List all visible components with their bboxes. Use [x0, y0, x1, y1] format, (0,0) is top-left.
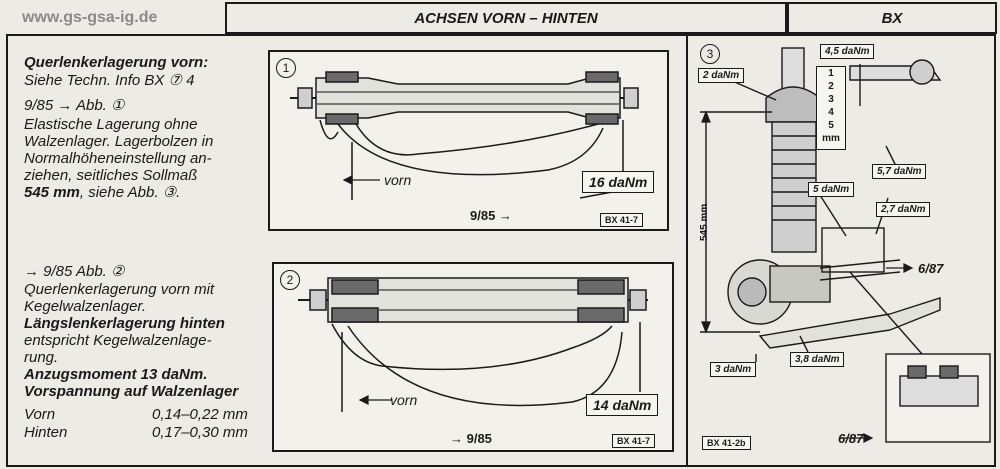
preload-label-front: Vorn: [24, 406, 56, 423]
scale-4: 4: [828, 107, 834, 118]
p2-bold: 545 mm: [24, 184, 80, 201]
figure-2-drawing: [298, 277, 648, 412]
p2-ref: 9/85 → Abb. ①: [24, 97, 125, 114]
scale-1: 1: [828, 68, 834, 79]
figure-3-code: BX 41-2b: [702, 436, 751, 450]
section-title-box: ACHSEN VORN – HINTEN: [225, 2, 787, 34]
figure-3-torque-3: 3 daNm: [710, 362, 757, 377]
scale-3: 3: [828, 94, 834, 105]
p2-tail: , siehe Abb. ③.: [79, 184, 181, 201]
figure-3-date-bottom: 6/87: [838, 431, 864, 446]
p1-heading: Querlenkerlagerung vorn:: [24, 54, 209, 71]
figure-2-date: → 9/85: [450, 431, 492, 446]
figure-1-date: 9/85 →: [470, 208, 512, 223]
model-label: BX: [881, 9, 903, 27]
preload-value-rear: 0,17–0,30 mm: [152, 424, 248, 441]
preload-label-rear: Hinten: [24, 424, 68, 441]
torque-heading: Anzugsmoment 13 daNm.: [24, 366, 208, 383]
p2-line: ziehen, seitliches Sollmaß: [24, 167, 198, 184]
figure-3-number: 3: [700, 44, 720, 64]
figure-2-number: 2: [280, 270, 300, 290]
p3-line: Kegelwalzenlager.: [24, 298, 147, 315]
figure-3-torque-3-8: 3,8 daNm: [790, 352, 845, 367]
figure-2-vorn-label: vorn: [390, 392, 418, 408]
p4-line: rung.: [24, 349, 59, 366]
site-url: www.gs-gsa-ig.de: [22, 9, 158, 26]
preload-heading: Vorspannung auf Walzenlager: [24, 383, 239, 400]
p4-heading: Längslenkerlagerung hinten: [24, 315, 225, 332]
figure-3-torque-5-7: 5,7 daNm: [872, 164, 927, 179]
column-divider: [686, 34, 688, 467]
p4-line: entspricht Kegelwalzenlage-: [24, 332, 212, 349]
p2-line: Elastische Lagerung ohne: [24, 116, 198, 133]
figure-3-torque-4-5: 4,5 daNm: [820, 44, 875, 59]
p3-line: Querlenkerlagerung vorn mit: [24, 281, 215, 298]
figure-1-torque: 16 daNm: [582, 171, 655, 193]
p3-ref: → 9/85 Abb. ②: [24, 263, 125, 280]
page-frame: [6, 34, 996, 467]
p1-line: Siehe Techn. Info BX ⑦ 4: [24, 72, 195, 89]
p3-body: Querlenkerlagerung vorn mit Kegelwalzenl…: [24, 281, 260, 400]
figure-3-date-top: 6/87: [918, 261, 944, 276]
model-box: BX: [787, 2, 997, 34]
p2-body: Elastische Lagerung ohne Walzenlager. La…: [24, 116, 260, 201]
preload-value-front: 0,14–0,22 mm: [152, 406, 248, 423]
scale-5: 5: [828, 120, 834, 131]
figure-1-code: BX 41-7: [600, 213, 644, 227]
p2-line: Normalhöheneinstellung an-: [24, 150, 212, 167]
figure-2-torque: 14 daNm: [586, 394, 659, 416]
p2-line: Walzenlager. Lagerbolzen in: [24, 133, 214, 150]
figure-3-scale: 1 2 3 4 5 mm: [816, 66, 846, 150]
figure-3-torque-2-7: 2,7 daNm: [876, 202, 931, 217]
figure-3-torque-2: 2 daNm: [698, 68, 745, 83]
figure-1-number: 1: [276, 58, 296, 78]
figure-3-torque-5: 5 daNm: [808, 182, 855, 197]
section-title: ACHSEN VORN – HINTEN: [414, 9, 598, 27]
scale-unit: mm: [822, 133, 840, 144]
figure-3-dimension: 545 mm: [699, 185, 719, 245]
scale-2: 2: [828, 81, 834, 92]
figure-1-drawing: [290, 71, 639, 200]
figure-3-dimension-label: 545 mm: [699, 203, 710, 241]
figure-2-code: BX 41-7: [612, 434, 656, 448]
figure-1-vorn-label: vorn: [384, 172, 412, 188]
